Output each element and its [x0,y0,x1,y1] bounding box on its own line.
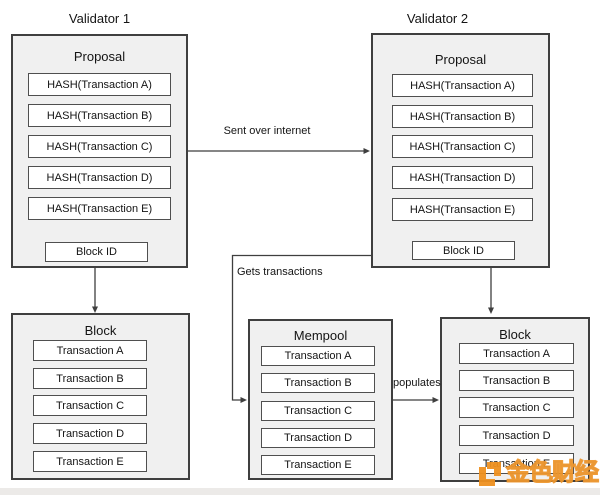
validator1-proposal-panel: Proposal HASH(Transaction A) HASH(Transa… [11,34,188,268]
validator2-hash-a: HASH(Transaction A) [392,74,533,97]
block-right-tx-a: Transaction A [459,343,574,364]
validator2-title: Validator 2 [406,11,469,26]
block-left-tx-a: Transaction A [33,340,147,361]
mempool-panel: Mempool Transaction A Transaction B Tran… [248,319,393,480]
label-sent-over-internet: Sent over internet [223,125,311,137]
block-right-tx-c: Transaction C [459,397,574,418]
validator2-proposal-heading: Proposal [434,52,487,67]
validator1-hash-d: HASH(Transaction D) [28,166,171,189]
validator1-hash-b: HASH(Transaction B) [28,104,171,127]
mempool-tx-b: Transaction B [261,373,375,393]
mempool-tx-c: Transaction C [261,401,375,421]
validator1-hash-c: HASH(Transaction C) [28,135,171,158]
mempool-heading: Mempool [293,328,348,343]
validator1-hash-e: HASH(Transaction E) [28,197,171,220]
mempool-tx-d: Transaction D [261,428,375,448]
block-left-tx-e: Transaction E [33,451,147,472]
block-left-tx-d: Transaction D [33,423,147,444]
validator2-hash-b: HASH(Transaction B) [392,105,533,128]
label-populates: populates [393,377,441,389]
label-gets-transactions: Gets transactions [237,266,323,278]
validator1-proposal-heading: Proposal [73,49,126,64]
validator2-hash-e: HASH(Transaction E) [392,198,533,221]
mempool-tx-a: Transaction A [261,346,375,366]
watermark: 金色财经 [477,458,600,487]
block-left-tx-b: Transaction B [33,368,147,389]
block-right-tx-d: Transaction D [459,425,574,446]
watermark-text: 金色财经 [505,458,599,486]
block-left-tx-c: Transaction C [33,395,147,416]
validator2-hash-d: HASH(Transaction D) [392,166,533,189]
bottom-strip [0,488,600,495]
validator1-hash-a: HASH(Transaction A) [28,73,171,96]
validator1-title: Validator 1 [68,11,131,26]
block-right-heading: Block [499,327,531,342]
jinse-finance-logo-icon [479,462,501,486]
block-right-panel: Block Transaction A Transaction B Transa… [440,317,590,482]
block-left-panel: Block Transaction A Transaction B Transa… [11,313,190,480]
validator1-block-id: Block ID [45,242,148,262]
validator2-block-id: Block ID [412,241,515,260]
block-left-heading: Block [84,323,117,338]
mempool-tx-e: Transaction E [261,455,375,475]
validator2-hash-c: HASH(Transaction C) [392,135,533,158]
block-right-tx-b: Transaction B [459,370,574,391]
validator2-proposal-panel: Proposal HASH(Transaction A) HASH(Transa… [371,33,550,268]
